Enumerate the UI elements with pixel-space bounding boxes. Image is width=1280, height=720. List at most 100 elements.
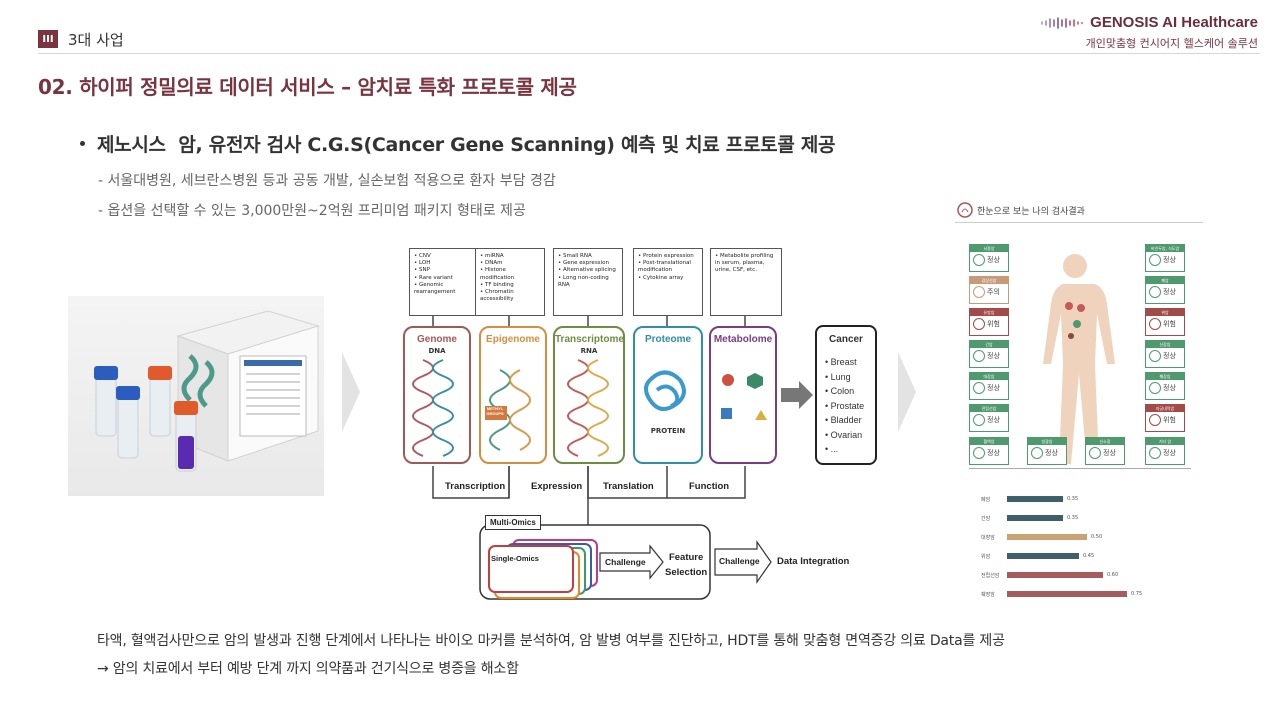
sub-point-1: - 서울대병원, 세브란스병원 등과 공동 개발, 실손보험 적용으로 환자 부… xyxy=(98,173,556,189)
organ-name: 유방암 xyxy=(970,309,1008,316)
face-icon xyxy=(973,350,985,362)
face-icon xyxy=(973,318,985,330)
body-silhouette-icon xyxy=(1043,254,1115,464)
data-integration-label: Data Integration xyxy=(777,556,850,567)
face-icon xyxy=(1149,254,1161,266)
risk-bar xyxy=(1007,534,1087,540)
omics-note-2: • Small RNA• Gene expression• Alternativ… xyxy=(553,248,623,316)
main-bullet: 제노시스 암, 유전자 검사 C.G.S(Cancer Gene Scannin… xyxy=(80,130,836,157)
risk-bar-label: 폐암 xyxy=(981,496,991,503)
report-logo-icon xyxy=(957,202,973,218)
face-icon xyxy=(1149,286,1161,298)
report-divider xyxy=(955,222,1203,223)
bullet-dot-icon xyxy=(80,141,85,146)
bullet-prefix: 제노시스 xyxy=(97,134,166,156)
risk-bar-label: 위암 xyxy=(981,553,991,560)
omics-sublabel: DNA xyxy=(428,347,446,355)
organ-name: 비인두암, 식도암 xyxy=(1146,245,1184,252)
risk-bar-row: 대장암 0.50 xyxy=(981,531,1102,543)
face-icon xyxy=(1149,350,1161,362)
bullet-text: 암, 유전자 검사 C.G.S(Cancer Gene Scanning) 예측… xyxy=(178,134,836,156)
organ-status: 정상 xyxy=(1163,384,1176,392)
omics-title: Metabolome xyxy=(713,334,773,345)
risk-bar xyxy=(1007,572,1103,578)
methyl-label: METHYL GROUPS xyxy=(486,406,504,416)
organ-status: 정상 xyxy=(1163,288,1176,296)
risk-bar xyxy=(1007,515,1063,521)
organ-status: 정상 xyxy=(987,256,1000,264)
wave-logo-icon xyxy=(1041,16,1083,29)
header-divider xyxy=(38,53,1260,54)
organ-status: 정상 xyxy=(987,416,1000,424)
cancer-type: Colon xyxy=(825,384,875,399)
omics-title: Epigenome xyxy=(486,334,540,345)
organ-name: 대장암 xyxy=(970,373,1008,380)
organ-status: 정상 xyxy=(987,384,1000,392)
cancer-type: Lung xyxy=(825,370,875,385)
risk-bar-value: 0.35 xyxy=(1067,496,1079,502)
organ-name: 췌장암 xyxy=(1146,373,1184,380)
risk-bar-row: 폐암 0.35 xyxy=(981,493,1078,505)
risk-bar xyxy=(1007,496,1063,502)
risk-bar-value: 0.45 xyxy=(1083,553,1095,559)
report-title: 한눈으로 보는 나의 검사결과 xyxy=(957,202,1085,218)
challenge-1-label: Challenge xyxy=(605,557,646,567)
section-badge: III xyxy=(38,30,58,48)
diagram-connectors xyxy=(412,316,813,600)
face-icon xyxy=(973,286,985,298)
omics-title: Proteome xyxy=(644,334,692,345)
omics-sublabel: RNA xyxy=(580,347,598,355)
face-icon xyxy=(1089,447,1101,459)
brand-name: GENOSIS AI Healthcare xyxy=(1090,14,1258,31)
risk-bar-label: 대장암 xyxy=(981,534,995,541)
flow-expression: Expression xyxy=(531,481,583,492)
organ-name: 간암 xyxy=(970,341,1008,348)
risk-bar-row: 위암 0.45 xyxy=(981,550,1094,562)
chevron-right-icon xyxy=(898,352,916,432)
footer-line-1: 타액, 혈액검사만으로 암의 발생과 진행 단계에서 나타나는 바이오 마커를 … xyxy=(97,633,1005,649)
organ-status: 정상 xyxy=(987,449,1000,457)
risk-bar xyxy=(1007,553,1079,559)
brand-logo: GENOSIS AI Healthcare xyxy=(1040,14,1258,31)
risk-bar-value: 0.50 xyxy=(1091,534,1103,540)
risk-bar-label: 췌장암 xyxy=(981,591,995,598)
face-icon xyxy=(1149,382,1161,394)
organ-name: 신소장 xyxy=(1086,438,1124,445)
organ-status: 정상 xyxy=(1045,449,1058,457)
organ-name: 혈액암 xyxy=(970,438,1008,445)
cancer-type: ... xyxy=(825,442,875,457)
cancer-title: Cancer xyxy=(829,334,863,345)
omics-note-4: • Metabolite profiling in serum, plasma,… xyxy=(710,248,782,316)
cancer-type-list: BreastLungColonProstateBladderOvarian... xyxy=(825,355,875,457)
cancer-type: Ovarian xyxy=(825,428,875,443)
omics-title: Genome xyxy=(416,334,457,345)
page-title: 02. 하이퍼 정밀의료 데이터 서비스 – 암치료 특화 프로토콜 제공 xyxy=(38,75,577,99)
risk-bar-label: 간암 xyxy=(981,515,991,522)
organ-name: 신장암 xyxy=(1146,341,1184,348)
organ-status: 위험 xyxy=(987,320,1000,328)
face-icon xyxy=(973,254,985,266)
organ-name: 방광암 xyxy=(1028,438,1066,445)
omics-diagram: • CNV• LOH• SNP• Rare variant• Genomic r… xyxy=(395,240,895,605)
brand-subtitle: 개인맞춤형 컨시어지 헬스케어 솔루션 xyxy=(1085,37,1258,50)
organ-status: 위험 xyxy=(1163,416,1176,424)
risk-bar-label: 전립선암 xyxy=(981,572,1000,579)
risk-bar-value: 0.75 xyxy=(1131,591,1143,597)
multi-omics-label: Multi-Omics xyxy=(485,515,541,530)
omics-title: Transcriptome xyxy=(555,334,624,345)
